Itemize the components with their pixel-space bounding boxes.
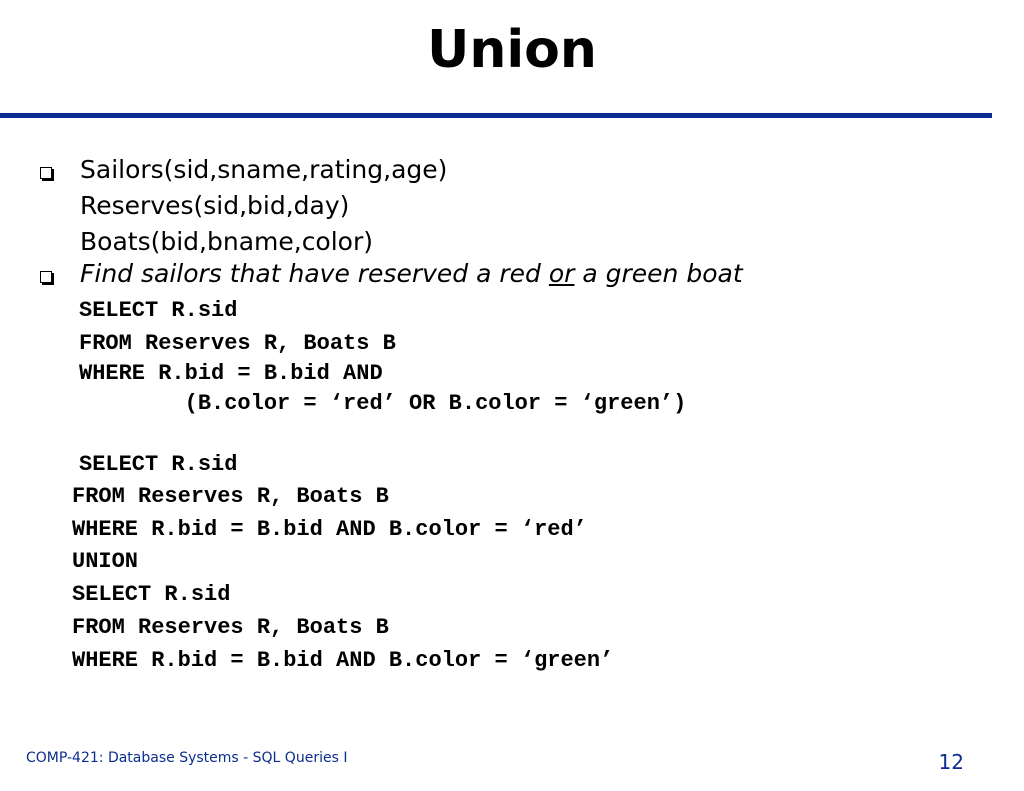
task-text-underlined: or [548,259,575,288]
query2-line: WHERE R.bid = B.bid AND B.color = ‘green… [72,648,614,673]
query1-line: FROM Reserves R, Boats B [79,331,396,356]
task-statement: Find sailors that have reserved a red or… [80,256,743,292]
query2-union-keyword: UNION [72,549,139,574]
checkbox-bullet-icon [40,271,54,285]
query2-line: SELECT R.sid [79,452,238,477]
title-divider [0,113,992,118]
schema-line-boats: Boats(bid,bname,color) [80,227,374,256]
query2-line: WHERE R.bid = B.bid AND B.color = ‘red’ [72,517,587,542]
page-number: 12 [938,750,964,774]
schema-line-reserves: Reserves(sid,bid,day) [80,191,350,220]
query2-line: FROM Reserves R, Boats B [72,484,389,509]
task-text-before: Find sailors that have reserved a red [80,259,549,288]
query1-line: SELECT R.sid [79,298,238,323]
query2-line: FROM Reserves R, Boats B [72,615,389,640]
query2-line: SELECT R.sid [72,582,231,607]
footer-course-label: COMP-421: Database Systems - SQL Queries… [26,750,348,766]
checkbox-bullet-icon [40,167,54,181]
slide-title: Union [427,20,597,80]
task-text-after: a green boat [574,259,743,288]
query1-line: (B.color = ‘red’ OR B.color = ‘green’) [79,391,687,416]
query1-line: WHERE R.bid = B.bid AND [79,361,383,386]
schema-line-sailors: Sailors(sid,sname,rating,age) [80,155,448,184]
